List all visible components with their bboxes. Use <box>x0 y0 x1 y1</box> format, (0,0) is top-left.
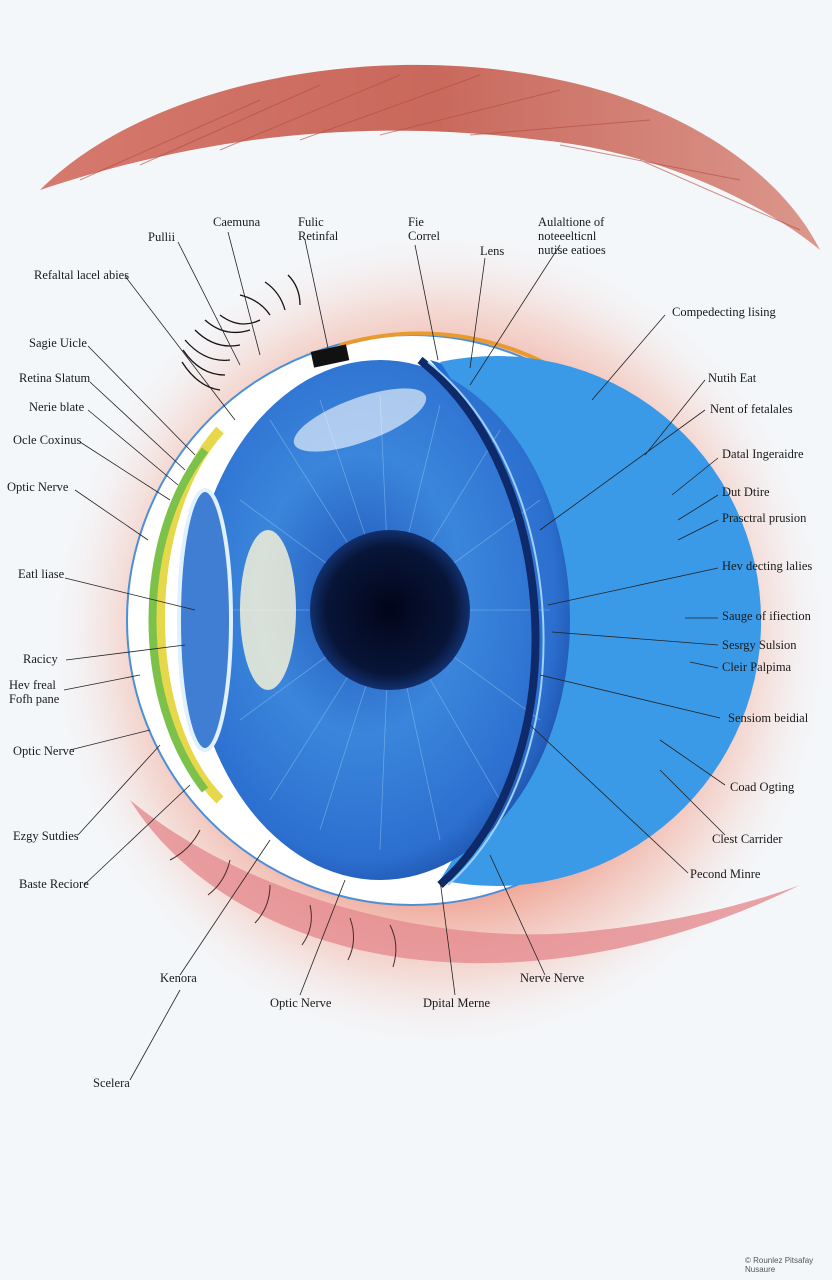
label-sensiom: Sensiom beidial <box>728 711 808 725</box>
label-nent-fetalales: Nent of fetalales <box>710 402 793 416</box>
label-optic-nerve-2: Optic Nerve <box>13 744 74 758</box>
label-fulic-retinfal: Fulic Retinfal <box>298 215 338 243</box>
footer-credit: © Rounlez Pitsafay Nusaure <box>745 1256 832 1274</box>
label-sauge: Sauge of ifiection <box>722 609 811 623</box>
label-pullii: Pullii <box>148 230 175 244</box>
label-scelera: Scelera <box>93 1076 130 1090</box>
crystalline-lens <box>179 490 231 750</box>
label-fie-correl: Fie Correl <box>408 215 440 243</box>
label-datal: Datal Ingeraidre <box>722 447 804 461</box>
label-aulaltione-line3: nutise eatioes <box>538 243 606 257</box>
label-compedecting: Compedecting lising <box>672 305 776 319</box>
label-fulic-line2: Retinfal <box>298 229 338 243</box>
label-hev-freal: Hev freal Fofh pane <box>9 678 59 706</box>
label-hev-freal-line1: Hev freal <box>9 678 59 692</box>
label-lens: Lens <box>480 244 504 258</box>
label-pecond: Pecond Minre <box>690 867 760 881</box>
label-refaltal: Refaltal lacel abies <box>34 268 129 282</box>
label-fie-line1: Fie <box>408 215 440 229</box>
label-racicy: Racicy <box>23 652 58 666</box>
label-fie-line2: Correl <box>408 229 440 243</box>
label-nutih-eat: Nutih Eat <box>708 371 756 385</box>
label-sesrgy: Sesrgy Sulsion <box>722 638 796 652</box>
label-ezgy: Ezgy Sutdies <box>13 829 79 843</box>
label-aulaltione-line2: noteeelticnl <box>538 229 606 243</box>
label-eatl-liase: Eatl liase <box>18 567 64 581</box>
label-caemuna: Caemuna <box>213 215 260 229</box>
label-dut-dtire: Dut Dtire <box>722 485 770 499</box>
label-aulaltione: Aulaltione of noteeelticnl nutise eatioe… <box>538 215 606 257</box>
label-ocle-coxinus: Ocle Coxinus <box>13 433 81 447</box>
label-retina-slatum: Retina Slatum <box>19 371 90 385</box>
label-fulic-line1: Fulic <box>298 215 338 229</box>
label-sagie-uicle: Sagie Uicle <box>29 336 87 350</box>
label-hev-freal-line2: Fofh pane <box>9 692 59 706</box>
label-nerve-nerve: Nerve Nerve <box>520 971 584 985</box>
label-coad: Coad Ogting <box>730 780 794 794</box>
pupil <box>310 530 470 690</box>
label-aulaltione-line1: Aulaltione of <box>538 215 606 229</box>
label-dpital: Dpital Merne <box>423 996 490 1010</box>
label-hev-decting: Hev decting lalies <box>722 559 812 573</box>
label-optic-nerve-1: Optic Nerve <box>7 480 68 494</box>
label-baste: Baste Reciore <box>19 877 89 891</box>
label-nerie-blate: Nerie blate <box>29 400 84 414</box>
label-optic-nerve-3: Optic Nerve <box>270 996 331 1010</box>
label-clest: Clest Carrider <box>712 832 782 846</box>
label-prasctral: Prasctral prusion <box>722 511 806 525</box>
label-kenora: Kenora <box>160 971 197 985</box>
light-glare <box>240 530 296 690</box>
label-cleir: Cleir Palpima <box>722 660 791 674</box>
